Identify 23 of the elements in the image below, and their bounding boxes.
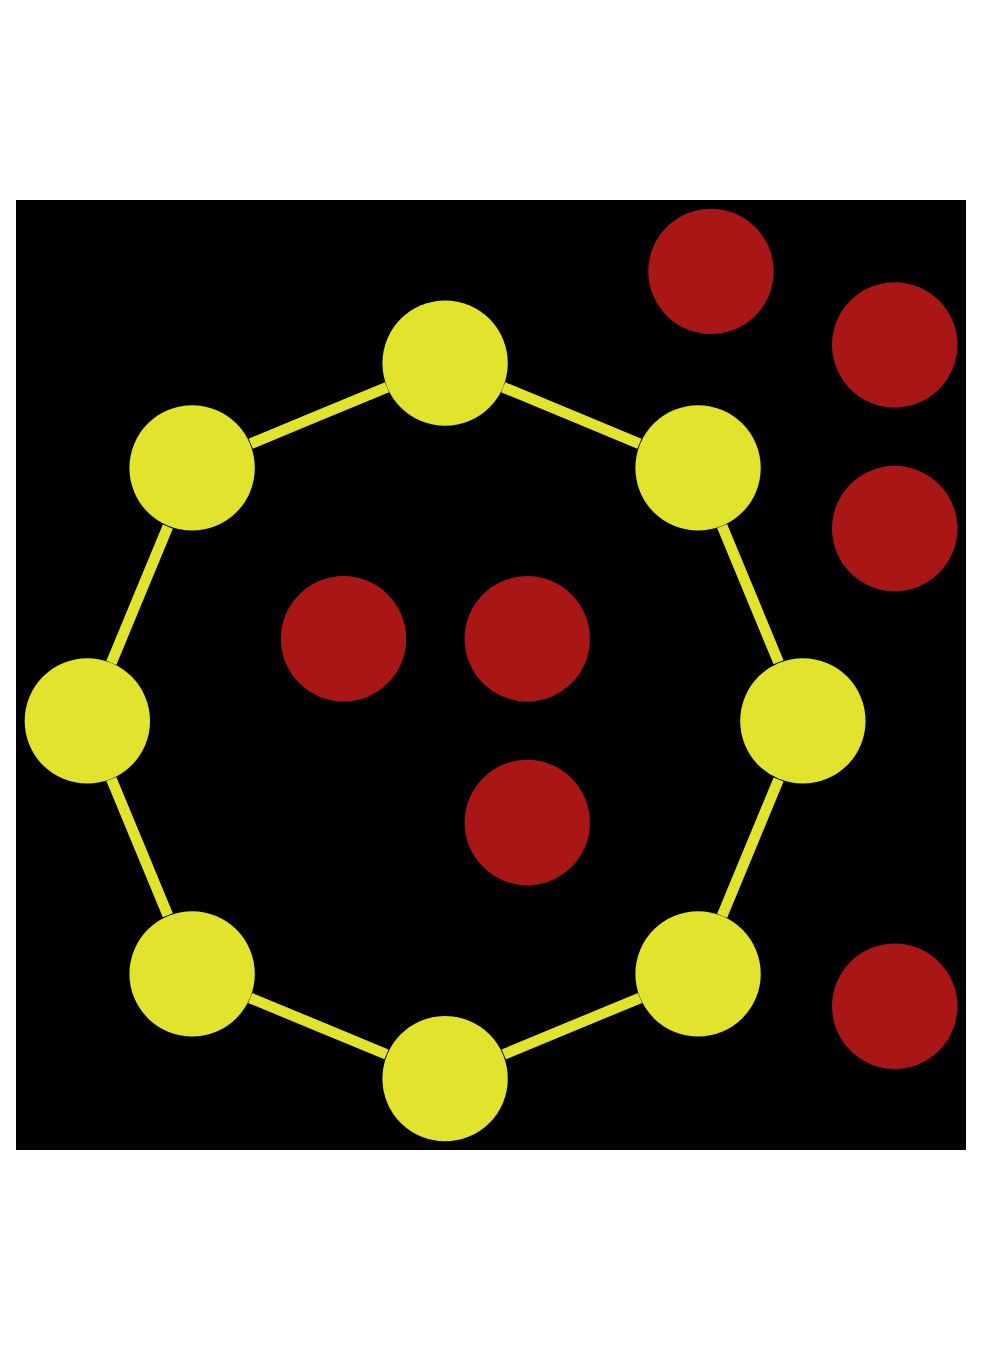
node-circle	[24, 657, 150, 783]
connector	[248, 381, 390, 448]
node-circle	[464, 575, 590, 701]
connector	[501, 381, 642, 448]
connector	[106, 775, 173, 917]
node-circle	[382, 299, 508, 425]
connector	[501, 991, 643, 1059]
node-circle	[832, 942, 958, 1068]
node-circle	[464, 758, 590, 885]
node-circle	[832, 281, 958, 407]
node-circle	[740, 657, 866, 783]
node-circle	[635, 404, 761, 530]
node-circle	[635, 910, 761, 1036]
node-circle	[832, 464, 958, 591]
connector	[717, 776, 784, 917]
node-circle	[129, 404, 255, 530]
connector	[248, 991, 389, 1059]
node-circle	[648, 207, 774, 333]
node-circle	[382, 1015, 508, 1141]
connector	[106, 523, 173, 664]
node-circle	[129, 910, 255, 1036]
node-circle	[280, 575, 407, 701]
connector	[717, 522, 784, 664]
